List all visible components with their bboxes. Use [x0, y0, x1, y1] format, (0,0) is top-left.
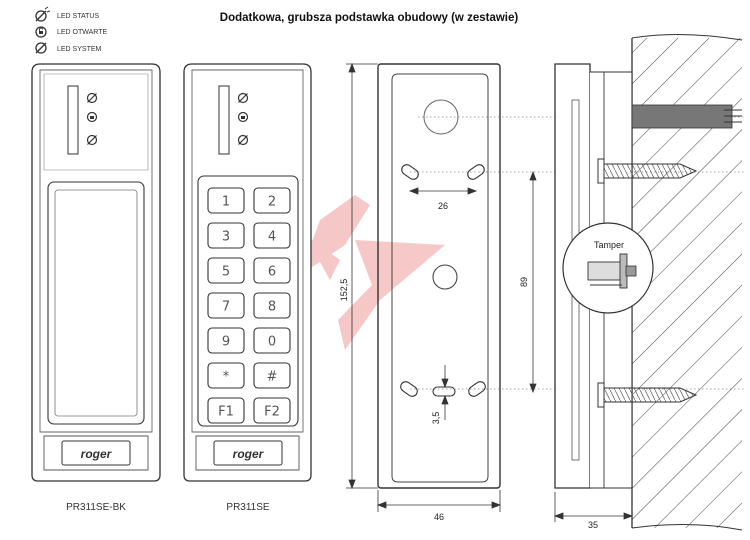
keypad-key-label: F1	[218, 405, 234, 420]
legend-label-status: LED STATUS	[57, 13, 99, 20]
led-status-icon	[237, 92, 249, 104]
tamper-label: Tamper	[594, 240, 624, 250]
mount-slot	[467, 164, 485, 180]
brand-logo: roger	[233, 447, 265, 461]
keypad-key-label: 2	[268, 195, 276, 210]
watermark-logo	[300, 195, 445, 350]
keypad-key[interactable]: 0	[253, 327, 291, 354]
cable	[631, 104, 742, 129]
keypad-key-label: 1	[222, 195, 230, 210]
mount-slot	[432, 386, 456, 397]
page-title: Dodatkowa, grubsza podstawka obudowy (w …	[220, 12, 519, 24]
keypad-key-label: #	[267, 370, 278, 385]
keypad-key[interactable]: 7	[207, 292, 245, 319]
keypad-key-label: 5	[222, 265, 230, 280]
reader-pr311se: 1 2 3 4 5 6 7 8 9 0 * # F1 F2 roger	[183, 63, 312, 482]
mount-slot	[468, 381, 486, 397]
led-system-icon	[237, 134, 249, 146]
led-open-icon	[237, 111, 249, 123]
led-system-icon	[35, 42, 47, 54]
reader-pr311se-bk: roger	[31, 63, 161, 482]
keypad-key[interactable]: F2	[253, 397, 291, 424]
keypad-key-label: *	[223, 370, 230, 385]
keypad-key[interactable]: #	[253, 362, 291, 389]
reader-model-label: PR311SE-BK	[66, 502, 126, 513]
keypad-key[interactable]: 8	[253, 292, 291, 319]
dimension-height: 152,5	[339, 279, 349, 302]
keypad-key[interactable]: F1	[207, 397, 245, 424]
screw	[597, 158, 698, 184]
keypad-key[interactable]: *	[207, 362, 245, 389]
dimension-width: 46	[434, 512, 444, 522]
dimension-depth: 35	[588, 520, 598, 530]
keypad-key-label: 9	[222, 335, 230, 350]
keypad-key[interactable]: 6	[253, 257, 291, 284]
keypad-key-label: 7	[222, 300, 230, 315]
reader-model-label: PR311SE	[226, 502, 270, 513]
brand-logo: roger	[81, 447, 113, 461]
dimension-hole-spacing-v: 89	[519, 277, 529, 287]
led-open-icon	[35, 26, 47, 38]
keypad-key-label: 6	[268, 265, 276, 280]
back-plate	[377, 63, 501, 489]
keypad-key-label: 0	[268, 335, 276, 350]
keypad-key[interactable]: 3	[207, 222, 245, 249]
legend-label-open: LED OTWARTE	[57, 29, 108, 36]
screw	[597, 382, 698, 408]
mount-slot	[400, 381, 418, 397]
keypad-key-label: 4	[268, 230, 276, 245]
keypad-key-label: 3	[222, 230, 230, 245]
tamper-detail	[562, 222, 654, 314]
keypad-key-label: 8	[268, 300, 276, 315]
mount-slot	[401, 164, 419, 180]
dimension-hole-spacing-h: 26	[438, 201, 448, 211]
dimension-lines	[346, 62, 634, 522]
led-status-icon	[86, 92, 98, 104]
keypad-key-label: F2	[264, 405, 280, 420]
legend-label-system: LED SYSTEM	[57, 46, 102, 53]
led-status-icon	[35, 6, 51, 22]
dimension-slot: 3,5	[431, 412, 441, 425]
keypad-key[interactable]: 5	[207, 257, 245, 284]
keypad-key[interactable]: 1	[207, 187, 245, 214]
keypad: 1 2 3 4 5 6 7 8 9 0 * # F1 F2	[207, 187, 291, 424]
legend: LED STATUS LED OTWARTE LED SYSTEM	[35, 6, 108, 54]
keypad-key[interactable]: 9	[207, 327, 245, 354]
led-system-icon	[86, 134, 98, 146]
keypad-key[interactable]: 2	[253, 187, 291, 214]
led-open-icon	[86, 111, 98, 123]
keypad-key[interactable]: 4	[253, 222, 291, 249]
